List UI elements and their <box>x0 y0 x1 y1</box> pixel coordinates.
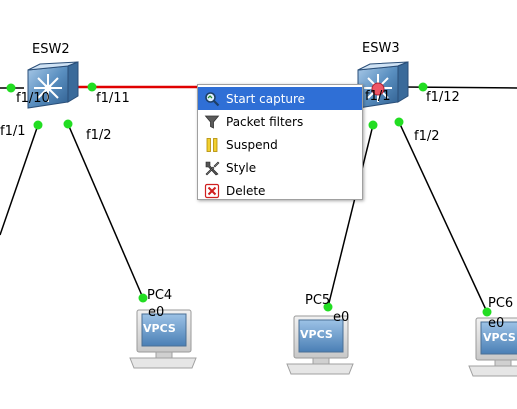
pc5-vpcs-badge: VPCS <box>300 328 333 341</box>
pc6-name-label[interactable]: PC6 <box>488 296 514 311</box>
link-esw2-f1-1-left[interactable] <box>0 124 39 236</box>
menu-item-label: Delete <box>226 183 266 198</box>
link-esw3-pc6[interactable] <box>398 121 488 313</box>
port-label-esw3-f1-2: f1/2 <box>414 129 440 144</box>
link-esw3-pc5[interactable] <box>327 124 374 308</box>
menu-item-label: Packet filters <box>226 114 304 129</box>
pc6-computer-icon[interactable] <box>468 317 517 377</box>
menu-item-label: Suspend <box>226 137 278 152</box>
menu-item-start-capture[interactable]: Start capture <box>198 87 362 110</box>
pc4-name-label[interactable]: PC4 <box>147 288 173 303</box>
port-label-pc4-e0: e0 <box>148 305 165 320</box>
pc4-computer-icon[interactable] <box>129 309 197 369</box>
pc6-vpcs-badge: VPCS <box>483 331 516 344</box>
menu-item-label: Start capture <box>226 91 306 106</box>
menu-item-delete[interactable]: Delete <box>198 179 362 202</box>
port-label-esw3-f1-1: f1/1 <box>365 89 391 104</box>
pause-icon <box>204 137 220 153</box>
esw3-switch-icon[interactable] <box>357 61 409 109</box>
menu-item-style[interactable]: Style <box>198 156 362 179</box>
funnel-filter-icon <box>204 114 220 130</box>
menu-item-suspend[interactable]: Suspend <box>198 133 362 156</box>
link-esw2-pc4[interactable] <box>67 123 144 299</box>
link-context-menu: Start capture Packet filters Suspend Sty… <box>197 84 363 200</box>
port-label-esw3-f1-12: f1/12 <box>426 90 460 105</box>
port-status-dots <box>6 82 492 317</box>
esw2-switch-icon[interactable] <box>27 61 79 109</box>
magnifier-capture-icon <box>204 91 220 107</box>
menu-item-label: Style <box>226 160 257 175</box>
menu-item-packet-filters[interactable]: Packet filters <box>198 110 362 133</box>
port-label-esw2-f1-10: f1/10 <box>16 91 50 106</box>
port-label-esw2-f1-11: f1/11 <box>96 91 130 106</box>
pc5-name-label[interactable]: PC5 <box>305 293 331 308</box>
style-tools-icon <box>204 160 220 176</box>
esw2-name-label[interactable]: ESW2 <box>32 42 70 57</box>
delete-x-icon <box>204 183 220 199</box>
esw3-name-label[interactable]: ESW3 <box>362 41 400 56</box>
port-label-esw2-f1-1: f1/1 <box>0 124 26 139</box>
port-label-pc5-e0: e0 <box>333 310 350 325</box>
port-label-pc6-e0: e0 <box>488 316 505 331</box>
pc4-vpcs-badge: VPCS <box>143 322 176 335</box>
pc5-computer-icon[interactable] <box>286 315 354 375</box>
port-label-esw2-f1-2: f1/2 <box>86 128 112 143</box>
